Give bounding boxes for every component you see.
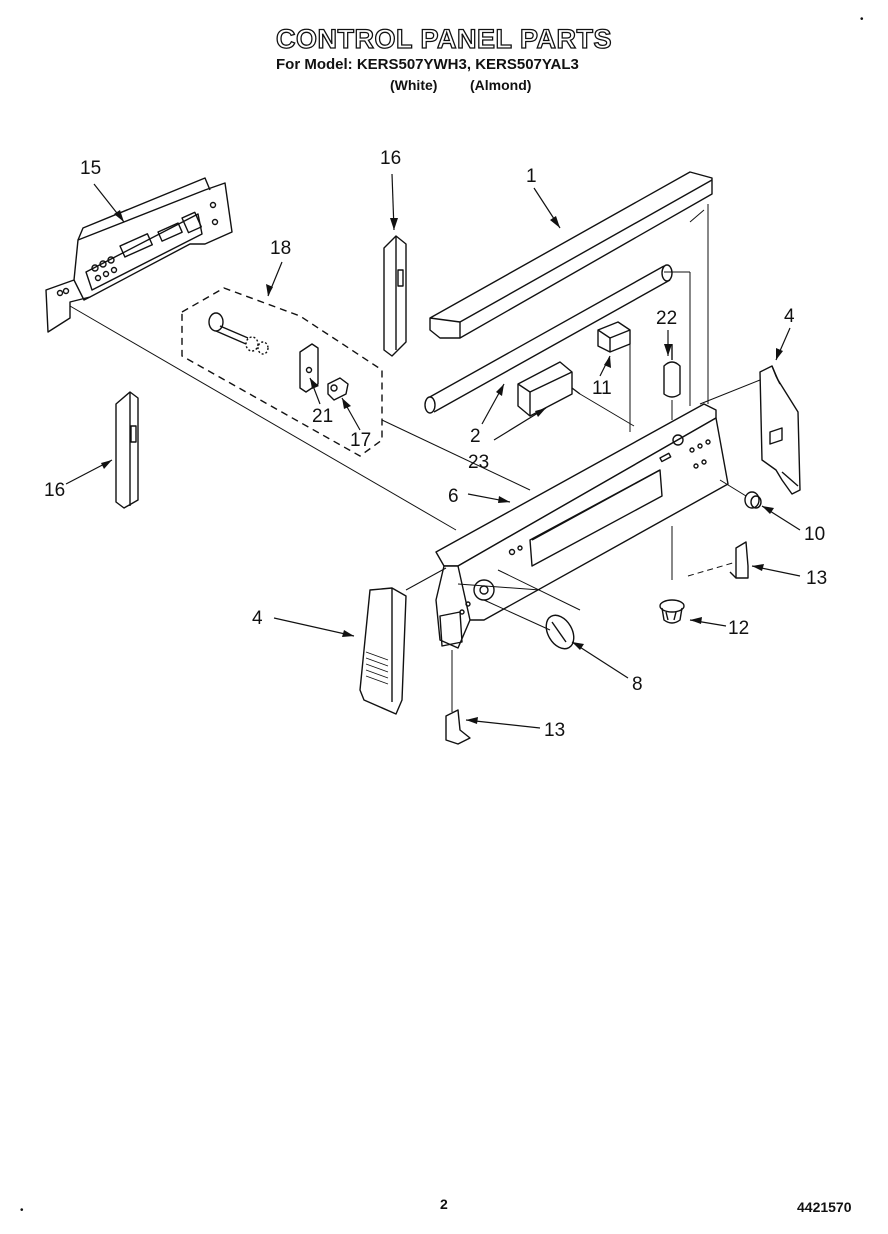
part-22-capacitor <box>663 344 681 398</box>
part-1-top-trim <box>429 171 713 339</box>
callout-10: 10 <box>804 524 825 545</box>
callout-16-lower: 16 <box>44 480 65 501</box>
registration-mark-top: • <box>860 14 864 25</box>
part-18-group-outline <box>181 287 383 457</box>
callout-21: 21 <box>312 406 333 427</box>
callout-18: 18 <box>270 238 291 259</box>
callout-22: 22 <box>656 308 677 329</box>
leader-arrowheads <box>101 210 783 724</box>
registration-mark-bottom: • <box>20 1205 24 1216</box>
callout-4-left: 4 <box>252 608 263 629</box>
callout-6: 6 <box>448 486 459 507</box>
callout-13-lower: 13 <box>544 720 565 741</box>
part-6-control-panel <box>435 403 729 649</box>
callout-15: 15 <box>80 158 101 179</box>
part-17-clip <box>327 377 349 401</box>
callout-4-right: 4 <box>784 306 795 327</box>
part-13-foot-lower <box>445 709 471 745</box>
part-15-electronic-control <box>45 177 233 333</box>
callout-16-upper: 16 <box>380 148 401 169</box>
alignment-lines <box>69 204 761 712</box>
part-12-grommet <box>659 599 685 624</box>
callout-17: 17 <box>350 430 371 451</box>
part-18-switch-assembly <box>208 312 269 355</box>
part-8-knob <box>545 614 575 650</box>
part-4-end-cap-right <box>759 365 801 495</box>
page-number: 2 <box>440 1196 448 1212</box>
page-title: CONTROL PANEL PARTS <box>275 23 613 54</box>
part-4-end-cap-left <box>359 587 407 715</box>
callout-2: 2 <box>470 426 481 447</box>
document-number: 4421570 <box>797 1199 852 1215</box>
variant-white: (White) <box>390 77 438 93</box>
part-21-bracket <box>299 343 319 393</box>
part-10-socket <box>744 491 762 509</box>
callout-23: 23 <box>468 452 489 473</box>
part-2-fluorescent-tube <box>424 264 673 414</box>
callout-13-right: 13 <box>806 568 827 589</box>
model-line: For Model: KERS507YWH3, KERS507YAL3 <box>276 56 579 73</box>
part-23-ballast <box>517 361 581 417</box>
callout-1: 1 <box>526 166 537 187</box>
part-16-trim-upper <box>383 235 407 357</box>
callout-8: 8 <box>632 674 643 695</box>
variant-almond: (Almond) <box>470 77 532 93</box>
part-16-trim-lower <box>115 391 139 509</box>
part-13-foot-right <box>729 541 749 579</box>
callout-11: 11 <box>592 378 612 399</box>
callout-12: 12 <box>728 618 749 639</box>
part-11-switch <box>597 321 631 353</box>
